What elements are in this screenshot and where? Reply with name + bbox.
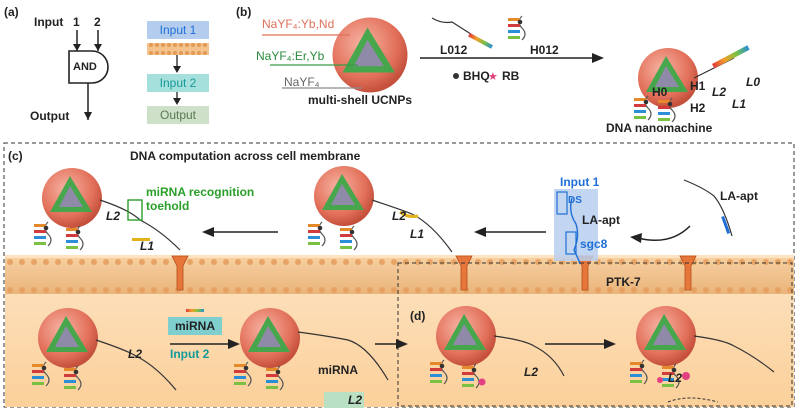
dna-nanomachine (638, 48, 698, 108)
input2-flow-box (147, 74, 209, 92)
ucnp-c3 (38, 308, 98, 368)
ptk7-label: PTK-7 (606, 275, 641, 289)
nanomachine-caption: DNA nanomachine (606, 121, 713, 135)
ucnp-c4 (240, 308, 300, 368)
l1-label-c1: L1 (140, 239, 155, 253)
ucnp-caption: multi-shell UCNPs (308, 93, 413, 107)
mirna-box (168, 317, 222, 335)
svg-text:★: ★ (488, 71, 498, 83)
input-2-number: 2 (94, 15, 101, 29)
panel-a-label: (a) (4, 5, 19, 19)
output-label: Output (30, 109, 70, 123)
flow-input2-text: Input 2 (159, 76, 197, 90)
shell-middle-label: NaYF₄:Er,Yb (256, 49, 325, 63)
l2-label-b: L2 (712, 85, 727, 99)
ucnp-c1 (42, 168, 102, 228)
la-apt-inner-label: LA-apt (582, 213, 620, 227)
l1-label: L1 (732, 97, 747, 111)
cell-membrane (5, 258, 794, 294)
lipid-heads (7, 259, 793, 293)
toehold-label: toehold (146, 199, 190, 213)
sgc8-label: sgc8 (580, 237, 608, 251)
shell-outer-label: NaYF₄:Yb,Nd (262, 17, 335, 31)
ucnp-c2 (314, 166, 374, 226)
input-1-number: 1 (73, 15, 80, 29)
ds-label: DS (568, 195, 582, 206)
l0-label: L0 (746, 75, 761, 89)
flow-output-text: Output (159, 108, 197, 122)
bhq-label: BHQ (463, 69, 490, 83)
l2-label-c1: L2 (106, 209, 121, 223)
panel-d-label: (d) (410, 309, 426, 323)
l2-label-d2: L2 (668, 371, 683, 385)
h012-label: H012 (530, 43, 559, 57)
membrane-strip-a (147, 43, 209, 55)
panel-b-label: (b) (236, 5, 252, 19)
l2-tag-box (324, 392, 364, 408)
l1-label-c2: L1 (410, 227, 425, 241)
input-label: Input (34, 15, 64, 29)
l2-label-d1: L2 (524, 365, 539, 379)
l2-label-c3: L2 (128, 347, 143, 361)
shell-inner-label: NaYF₄ (284, 75, 320, 89)
input1-label-c: Input 1 (560, 175, 600, 189)
l012-label: L012 (440, 43, 468, 57)
ucnp-d2 (636, 306, 696, 366)
h2-label: H2 (690, 101, 706, 115)
ucnp-d1 (436, 306, 496, 366)
l2-label-c2: L2 (392, 209, 407, 223)
la-apt-label: LA-apt (720, 189, 758, 203)
flow-input1-text: Input 1 (159, 23, 197, 37)
rb-label: RB (502, 69, 520, 83)
mirna-label-c: miRNA (318, 363, 359, 377)
panel-c-label: (c) (8, 149, 23, 163)
l2-tag-label: L2 (348, 393, 363, 407)
mirna-box-text: miRNA (174, 319, 215, 333)
h1-label: H1 (690, 79, 706, 93)
ptk7-receptors (171, 255, 697, 291)
mirna-recognition-label: miRNA recognition (146, 185, 255, 199)
and-gate-shape (68, 50, 109, 84)
multi-shell-ucnp (332, 17, 408, 93)
panel-d-frame (397, 262, 793, 407)
input1-flow-box (147, 21, 209, 39)
h0-label: H0 (652, 85, 668, 99)
and-gate-label: AND (73, 61, 97, 73)
input2-label-c: Input 2 (170, 347, 210, 361)
panel-c-title: DNA computation across cell membrane (130, 149, 361, 163)
output-flow-box (147, 106, 209, 124)
